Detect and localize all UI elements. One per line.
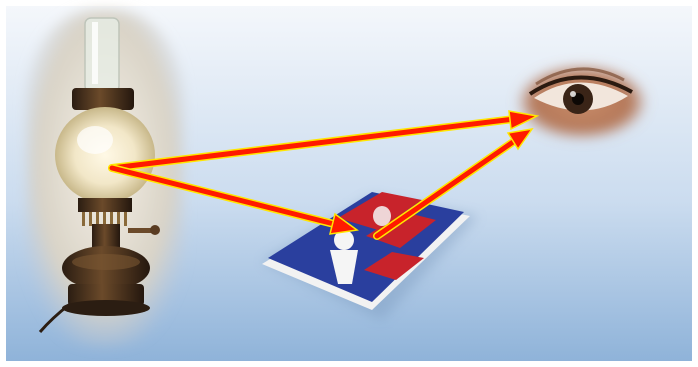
eye-icon	[516, 64, 648, 140]
